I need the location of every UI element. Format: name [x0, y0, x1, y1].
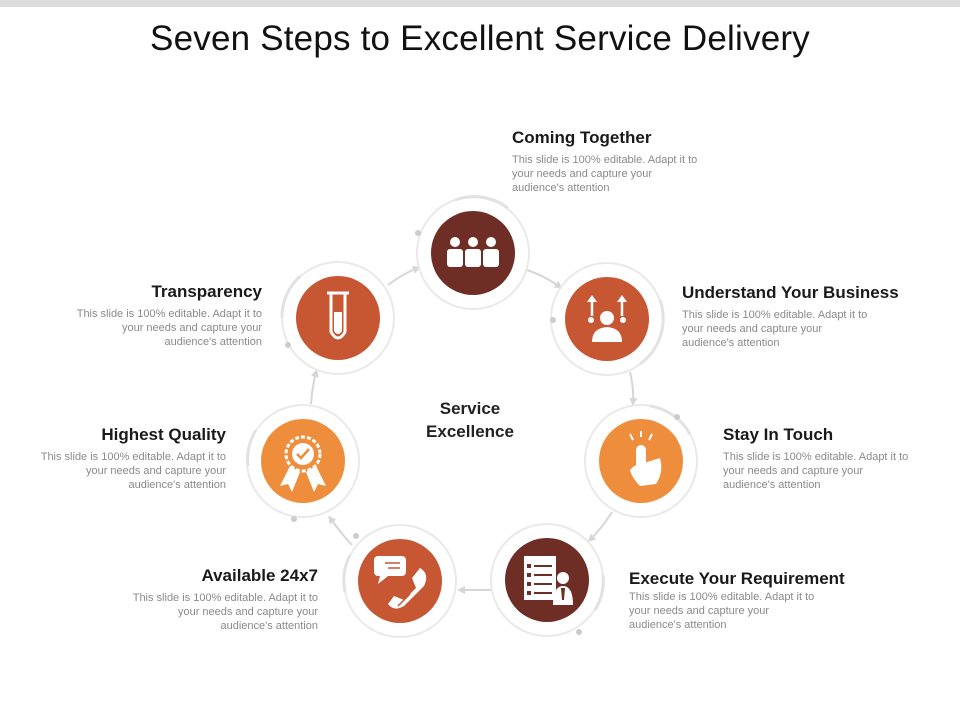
step-5-heading: Available 24x7 [201, 566, 318, 585]
slide-title: Seven Steps to Excellent Service Deliver… [150, 19, 810, 58]
step-7-heading: Transparency [151, 282, 262, 301]
step-3-heading: Stay In Touch [723, 425, 834, 444]
step-4-heading: Execute Your Requirement [629, 569, 845, 588]
center-label-line1: Service [439, 399, 501, 418]
checklist-person-icon [524, 556, 573, 605]
businessman-growth-icon [587, 295, 627, 342]
step-7-node [280, 261, 395, 375]
step-1-node [415, 195, 530, 310]
step-4-description: This slide is 100% editable. Adapt it to… [629, 591, 815, 631]
step-2-node [550, 262, 665, 376]
center-label: Service Excellence [400, 397, 540, 443]
step-6-node [246, 404, 360, 522]
arrow-2-to-3 [629, 371, 638, 406]
step-5-node [342, 524, 457, 638]
arrow-1-to-2 [526, 269, 563, 289]
step-3-node [584, 404, 698, 518]
step-1-text: Coming Together This slide is 100% edita… [512, 127, 757, 195]
arrow-6-to-7 [310, 369, 319, 405]
step-2-heading: Understand Your Business [682, 283, 899, 302]
center-label-line2: Excellence [426, 422, 514, 441]
step-2-description: This slide is 100% editable. Adapt it to… [682, 309, 868, 349]
connector-arrows [310, 266, 638, 594]
step-5-description: This slide is 100% editable. Adapt it to… [132, 592, 318, 632]
step-6-heading: Highest Quality [101, 425, 226, 444]
arrow-3-to-4 [587, 511, 613, 543]
award-ribbon-icon [280, 435, 326, 492]
step-1-description: This slide is 100% editable. Adapt it to… [512, 154, 698, 194]
top-bar [0, 0, 960, 7]
arrow-7-to-1 [387, 266, 421, 286]
step-7-description: This slide is 100% editable. Adapt it to… [76, 308, 262, 348]
arrow-5-to-6 [328, 515, 353, 546]
step-1-heading: Coming Together [512, 128, 652, 147]
phone-chat-icon [374, 556, 427, 609]
step-3-description: This slide is 100% editable. Adapt it to… [723, 451, 909, 491]
step-2-text: Understand Your Business This slide is 1… [682, 282, 952, 350]
step-3-text: Stay In Touch This slide is 100% editabl… [723, 424, 953, 492]
step-4-node [490, 523, 605, 637]
hand-tap-icon [629, 431, 662, 486]
step-6-description: This slide is 100% editable. Adapt it to… [40, 451, 226, 491]
step-7-text: Transparency This slide is 100% editable… [20, 281, 262, 349]
step-4-text: Execute Your Requirement This slide is 1… [629, 568, 929, 632]
test-tube-icon [327, 291, 349, 340]
step-6-text: Highest Quality This slide is 100% edita… [0, 424, 226, 492]
step-5-text: Available 24x7 This slide is 100% editab… [78, 565, 318, 633]
people-group-icon [447, 237, 499, 267]
